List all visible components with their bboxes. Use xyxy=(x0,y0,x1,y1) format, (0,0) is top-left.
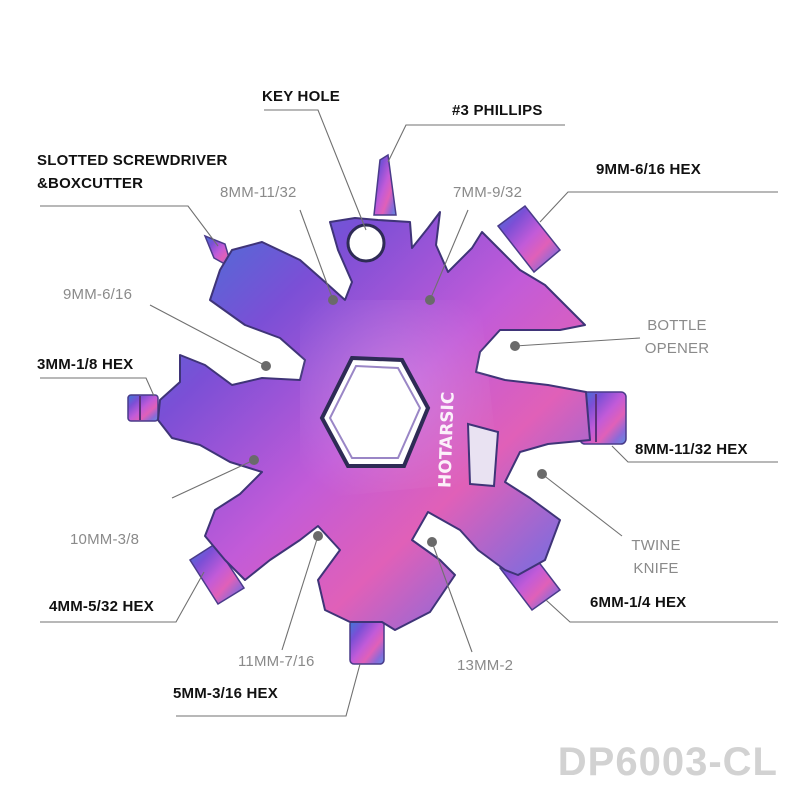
label-9mm-hex: 9MM-6/16 HEX xyxy=(596,161,701,178)
leader-8mm-hex xyxy=(611,445,778,463)
leader-13mm-wrench xyxy=(431,541,473,653)
dot-bottle xyxy=(510,341,520,351)
label-twine-line1: TWINE xyxy=(631,537,681,554)
leader-9mm-wrench xyxy=(149,304,267,367)
label-slotted-line2: &BOXCUTTER xyxy=(37,175,144,192)
label-key-hole: KEY HOLE xyxy=(262,88,341,105)
label-phillips: #3 PHILLIPS xyxy=(452,102,543,119)
label-10mm-wrench: 10MM-3/8 xyxy=(70,531,140,548)
label-5mm-hex: 5MM-3/16 HEX xyxy=(173,685,278,702)
leader-phillips xyxy=(387,124,565,163)
leader-3mm-hex xyxy=(40,377,155,397)
center-hexagon xyxy=(319,355,431,468)
leader-10mm-wrench xyxy=(171,459,255,499)
hex-bit-3mm xyxy=(127,394,159,422)
leader-key-hole xyxy=(264,109,367,231)
dot-10mm-wrench xyxy=(249,455,259,465)
label-bottle-line2: OPENER xyxy=(644,340,710,357)
dot-8mm-wrench xyxy=(328,295,338,305)
leader-9mm-hex xyxy=(539,191,778,223)
key-hole xyxy=(346,223,386,263)
model-code: DP6003-CL xyxy=(557,740,778,784)
leader-7mm-wrench xyxy=(429,209,469,301)
dot-twine xyxy=(537,469,547,479)
dot-13mm-wrench xyxy=(427,537,437,547)
label-3mm-hex: 3MM-1/8 HEX xyxy=(37,356,134,373)
brand-watermark: HOTARSIC xyxy=(435,391,458,488)
leader-slotted xyxy=(40,205,219,247)
snowflake-multitool: HOTARSIC xyxy=(127,153,627,665)
leader-6mm-hex xyxy=(545,599,778,623)
label-bottle-line1: BOTTLE xyxy=(647,317,707,334)
hex-bit-9mm xyxy=(496,204,562,274)
label-13mm-wrench: 13MM-2 xyxy=(457,657,514,674)
leader-bottle xyxy=(514,337,641,347)
label-11mm-wrench: 11MM-7/16 xyxy=(238,653,315,670)
label-4mm-hex: 4MM-5/32 HEX xyxy=(49,598,154,615)
hex-bit-8mm xyxy=(579,391,627,445)
hex-bit-5mm xyxy=(349,619,385,665)
leader-twine xyxy=(541,473,623,537)
label-9mm-wrench: 9MM-6/16 xyxy=(63,286,133,303)
label-8mm-hex: 8MM-11/32 HEX xyxy=(635,441,748,458)
leader-11mm-wrench xyxy=(281,535,319,651)
leader-5mm-hex xyxy=(176,663,361,717)
twine-knife-slot xyxy=(466,422,500,488)
label-8mm-wrench: 8MM-11/32 xyxy=(220,184,297,201)
label-6mm-hex: 6MM-1/4 HEX xyxy=(590,594,687,611)
label-twine-line2: KNIFE xyxy=(633,560,679,577)
dot-9mm-wrench xyxy=(261,361,271,371)
label-7mm-wrench: 7MM-9/32 xyxy=(453,184,523,201)
dot-11mm-wrench xyxy=(313,531,323,541)
hex-bit-4mm xyxy=(188,542,246,606)
leader-8mm-wrench xyxy=(299,209,334,301)
marker-dots xyxy=(249,295,547,547)
dot-7mm-wrench xyxy=(425,295,435,305)
leader-lines xyxy=(40,109,778,717)
label-slotted-line1: SLOTTED SCREWDRIVER xyxy=(37,152,228,169)
leader-4mm-hex xyxy=(40,571,205,623)
phillips-tip xyxy=(373,153,397,216)
